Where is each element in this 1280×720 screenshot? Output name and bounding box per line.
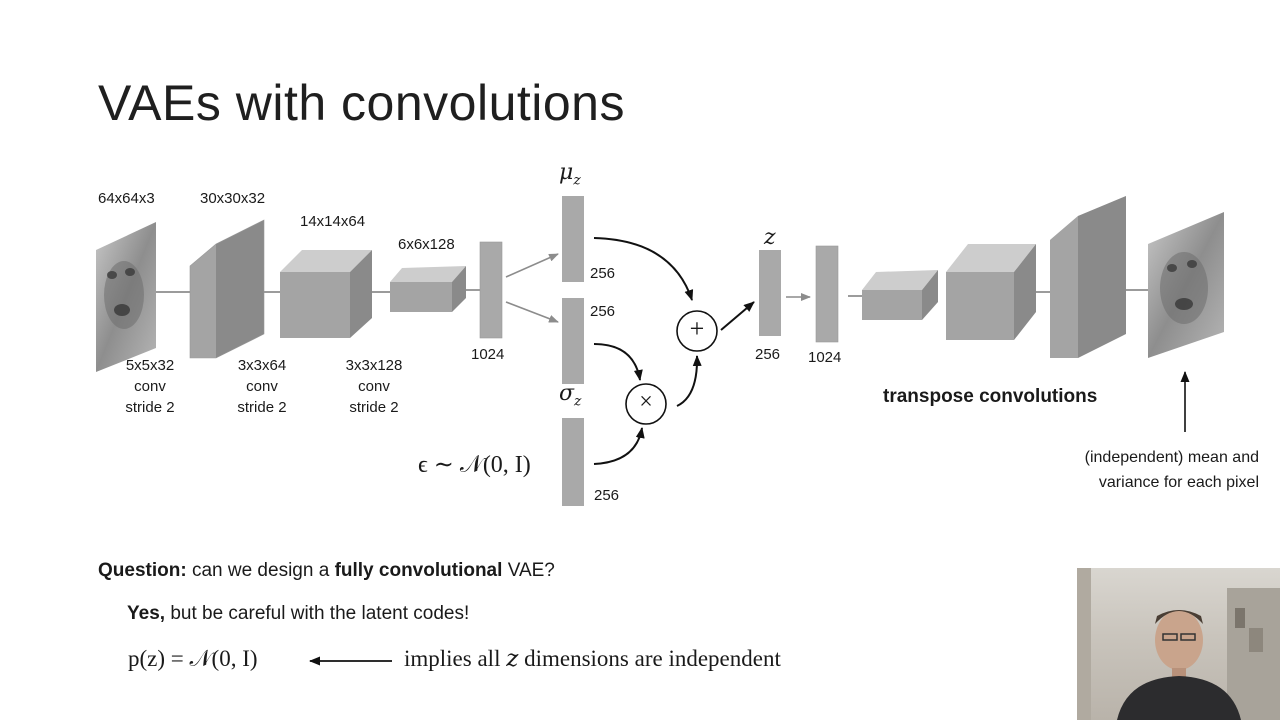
conv1-params: 5x5x32 conv stride 2 bbox=[125, 357, 175, 416]
z-label: z bbox=[764, 225, 776, 250]
conv-block-3 bbox=[390, 266, 466, 312]
input-image bbox=[96, 222, 156, 372]
sigma-dim-label: 256 bbox=[590, 303, 616, 320]
z-dim-label: 256 bbox=[755, 346, 781, 363]
mu-dim-label: 256 bbox=[590, 265, 616, 282]
times-operator bbox=[625, 383, 667, 425]
plus-operator bbox=[676, 310, 718, 352]
decoder-flat-vector bbox=[815, 245, 839, 343]
output-note: (independent) mean and variance for each… bbox=[1084, 449, 1259, 491]
conv-block-1 bbox=[189, 219, 265, 359]
deconv-block-3 bbox=[1050, 196, 1126, 358]
deconv-block-2 bbox=[946, 244, 1036, 340]
sigma-label: σz bbox=[559, 381, 582, 410]
presenter-webcam bbox=[1077, 568, 1280, 720]
mu-label: μz bbox=[559, 160, 581, 189]
conv2-params: 3x3x64 conv stride 2 bbox=[237, 357, 287, 416]
layer3-dim-label: 6x6x128 bbox=[398, 236, 455, 253]
times-symbol: × bbox=[639, 389, 653, 415]
sigma-vector bbox=[562, 298, 584, 384]
prior-formula-note: implies all z dimensions are independent bbox=[404, 646, 781, 672]
epsilon-dim-label: 256 bbox=[594, 487, 620, 504]
z-vector bbox=[759, 250, 781, 336]
output-image bbox=[1148, 212, 1224, 358]
mu-vector bbox=[562, 196, 584, 282]
slide-title: VAEs with convolutions bbox=[98, 75, 625, 131]
layer2-dim-label: 14x14x64 bbox=[300, 213, 366, 230]
input-dim-label: 64x64x3 bbox=[98, 190, 155, 207]
presenter-figure bbox=[1077, 568, 1280, 720]
decoder-flat-dim-label: 1024 bbox=[808, 349, 842, 366]
epsilon-vector bbox=[562, 418, 584, 506]
layer1-dim-label: 30x30x32 bbox=[200, 190, 266, 207]
transpose-convolutions-caption: transpose convolutions bbox=[883, 386, 1098, 407]
conv-block-2 bbox=[280, 250, 372, 338]
encoder-flat-dim-label: 1024 bbox=[471, 346, 505, 363]
prior-formula: p(z) = 𝒩(0, I) bbox=[128, 646, 258, 671]
plus-symbol: + bbox=[689, 314, 705, 343]
encoder-flat-vector bbox=[479, 241, 503, 339]
deconv-block-1 bbox=[862, 270, 938, 320]
question-line: Question: can we design a fully convolut… bbox=[98, 560, 555, 581]
epsilon-formula: ϵ ∼ 𝒩(0, I) bbox=[418, 452, 531, 478]
conv3-params: 3x3x128 conv stride 2 bbox=[345, 357, 403, 416]
answer-line: Yes, but be careful with the latent code… bbox=[127, 603, 470, 624]
